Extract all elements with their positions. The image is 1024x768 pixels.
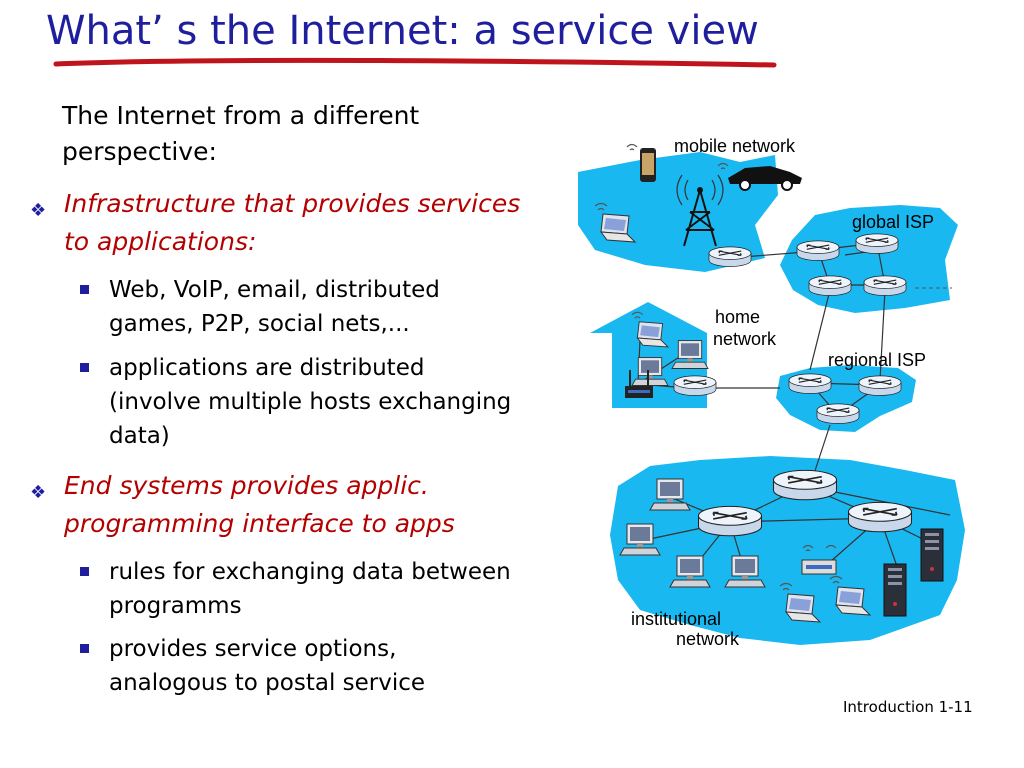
label-regional-isp: regional ISP — [828, 350, 926, 370]
internet-diagram: mobile network global ISP home network r… — [578, 136, 965, 649]
slide-footer: Introduction 1-11 — [843, 698, 973, 716]
sub-bullet-text: rules for exchanging data between progra… — [109, 559, 511, 619]
slide-title: What’ s the Internet: a service view — [46, 8, 759, 54]
square-bullet-icon — [80, 644, 89, 653]
sub-bullet-applications-list: Web, VoIP, email, distributed games, P2P… — [80, 273, 520, 341]
sub-bullet-text: Web, VoIP, email, distributed games, P2P… — [109, 277, 440, 337]
label-home-network: network — [713, 329, 777, 349]
institutional-wifi-router-icon — [801, 544, 837, 575]
sub-bullet-service-options: provides service options, analogous to p… — [80, 632, 520, 700]
label-global-isp: global ISP — [852, 212, 934, 232]
wifi-router-icon — [625, 370, 653, 398]
diamond-bullet-icon: ❖ — [30, 200, 47, 221]
label-institutional: institutional — [631, 609, 721, 629]
diamond-bullet-icon: ❖ — [30, 482, 47, 503]
bullet-infrastructure: ❖ Infrastructure that provides services … — [30, 185, 530, 261]
label-institutional-network: network — [676, 629, 740, 649]
smartphone-icon — [626, 143, 656, 182]
square-bullet-icon — [80, 567, 89, 576]
sub-bullet-text: provides service options, analogous to p… — [109, 636, 426, 696]
bullet-text: End systems provides applic. programming… — [64, 471, 455, 538]
label-mobile-network: mobile network — [674, 136, 796, 156]
label-home: home — [715, 307, 760, 327]
bullet-end-systems: ❖ End systems provides applic. programmi… — [30, 467, 530, 543]
square-bullet-icon — [80, 285, 89, 294]
title-underline — [53, 57, 777, 68]
square-bullet-icon — [80, 363, 89, 372]
intro-text: The Internet from a different perspectiv… — [62, 101, 420, 166]
cell-tower-icon — [676, 174, 724, 247]
sub-bullet-text: applications are distributed (involve mu… — [109, 355, 512, 449]
car-icon — [717, 162, 802, 191]
bullet-text: Infrastructure that provides services to… — [64, 189, 521, 256]
sub-bullet-distributed: applications are distributed (involve mu… — [80, 351, 520, 453]
sub-bullet-rules: rules for exchanging data between progra… — [80, 555, 520, 623]
